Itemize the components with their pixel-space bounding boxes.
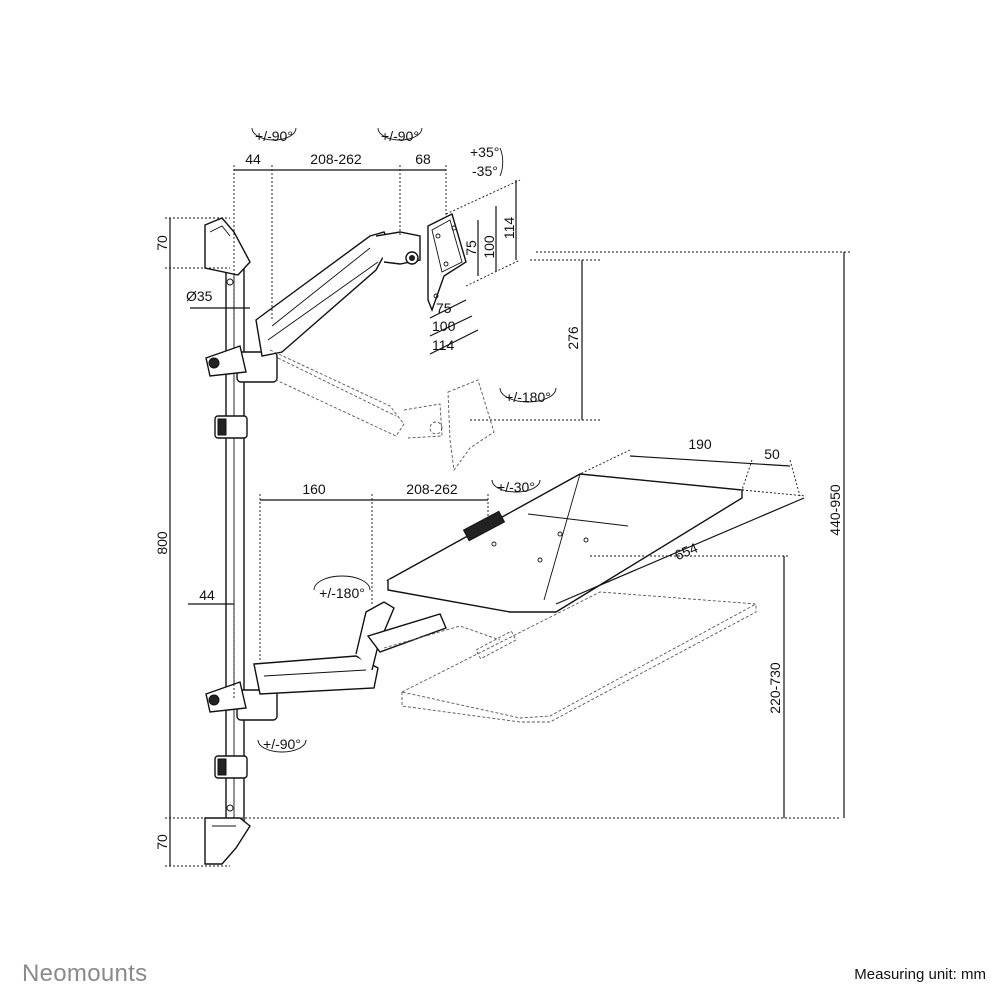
label-height-220-730: 220-730	[767, 662, 783, 714]
label-clamp-bottom-70: 70	[154, 834, 170, 850]
label-rot-180-kb: +/-180°	[319, 585, 365, 601]
monitor-arm-lowered-ghost	[269, 349, 495, 472]
label-height-276: 276	[565, 326, 581, 350]
label-side-44: 44	[199, 587, 215, 603]
label-vesa-w-114: 114	[432, 337, 455, 353]
label-height-800: 800	[154, 531, 170, 555]
label-rot-left: +/-90°	[255, 128, 293, 144]
label-clamp-top-70: 70	[154, 235, 170, 251]
label-rot-mid: +/-90°	[381, 128, 419, 144]
pole-collar-upper	[214, 415, 248, 439]
label-top-208-262: 208-262	[310, 151, 362, 167]
bottom-wall-clamp	[204, 804, 251, 865]
label-top-44: 44	[245, 151, 261, 167]
label-vesa-h-75: 75	[463, 240, 479, 256]
label-rot-90-bottom: +/-90°	[263, 736, 301, 752]
keyboard-arm	[205, 601, 447, 721]
label-vesa-w-100: 100	[432, 318, 456, 334]
dimension-labels: +/-90° +/-90° 44 208-262 68 +35° -35° 10…	[154, 128, 843, 850]
label-rot-30: +/-30°	[497, 479, 535, 495]
label-kb-50: 50	[764, 446, 780, 462]
label-top-68: 68	[415, 151, 431, 167]
label-kb-654: 654	[672, 539, 700, 563]
label-vesa-w-75: 75	[436, 300, 452, 316]
monitor-arm	[205, 231, 421, 383]
rotation-arcs	[251, 127, 557, 753]
keyboard-tray-lowered-ghost	[383, 591, 758, 723]
dimension-lines	[165, 165, 850, 867]
pole	[225, 254, 245, 826]
label-tilt-up: +35°	[470, 144, 499, 160]
keyboard-tray	[385, 473, 745, 613]
label-rot-180-top: +/-180°	[505, 389, 551, 405]
label-kb-208-262: 208-262	[406, 481, 458, 497]
measuring-unit-note: Measuring unit: mm	[854, 966, 986, 983]
label-tilt-down: -35°	[472, 163, 498, 179]
label-vesa-h-114: 114	[501, 217, 517, 240]
label-kb-190: 190	[688, 436, 712, 452]
brand-logo-text: Neomounts	[22, 960, 148, 987]
label-vesa-h-100: 100	[481, 235, 497, 259]
label-kb-160: 160	[302, 481, 326, 497]
pole-collar-lower	[214, 755, 248, 779]
vesa-plate	[427, 212, 467, 312]
label-height-440-950: 440-950	[827, 484, 843, 536]
label-pole-diam: Ø35	[186, 288, 213, 304]
